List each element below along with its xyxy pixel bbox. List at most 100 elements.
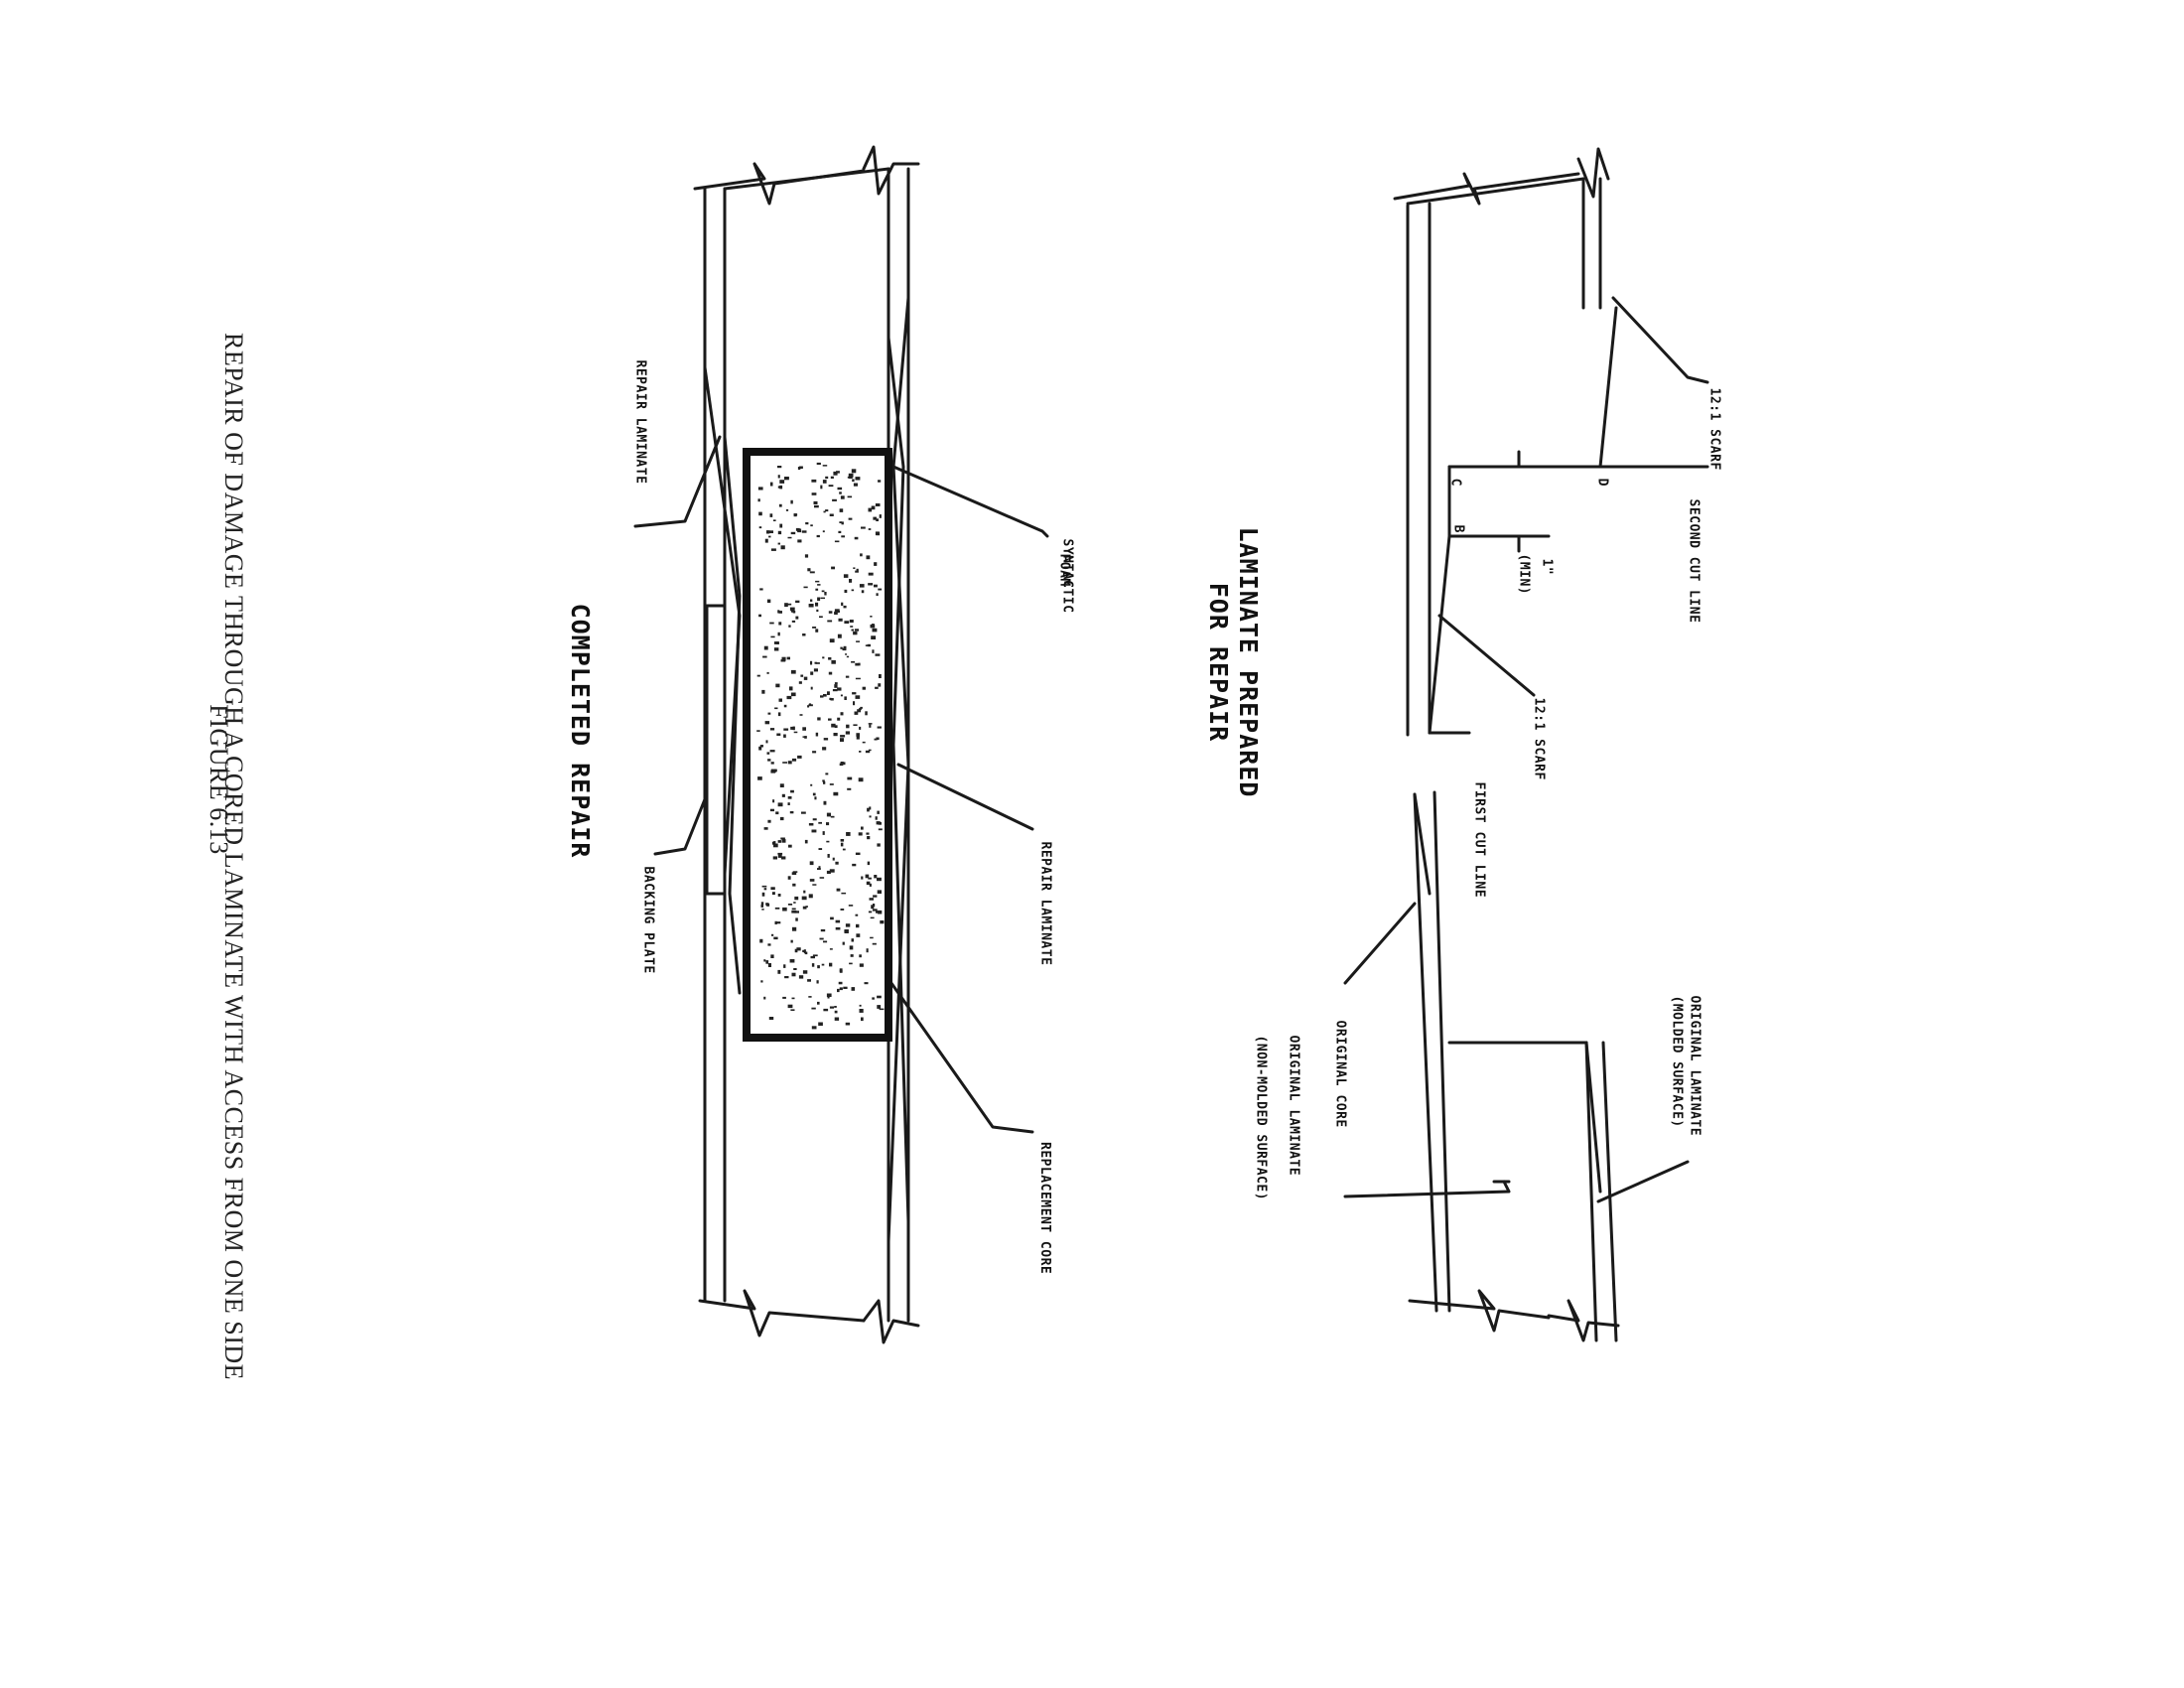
stipple-dot bbox=[851, 938, 854, 942]
stipple-dot bbox=[868, 723, 873, 725]
stipple-dot bbox=[853, 483, 858, 487]
stipple-dot bbox=[822, 656, 825, 659]
stipple-dot bbox=[802, 736, 807, 738]
stipple-dot bbox=[773, 647, 779, 651]
stipple-dot bbox=[769, 728, 775, 731]
stipple-dot bbox=[809, 861, 814, 866]
stipple-dot bbox=[853, 724, 858, 726]
stipple-dot bbox=[870, 624, 876, 629]
stipple-dot bbox=[876, 737, 880, 741]
stipple-dot bbox=[838, 530, 842, 533]
stipple-dot bbox=[861, 526, 866, 529]
stipple-dot bbox=[823, 1008, 829, 1012]
stipple-dot bbox=[811, 492, 817, 495]
stipple-dot bbox=[856, 640, 860, 642]
label-second-cut: SECOND CUT LINE bbox=[1686, 498, 1702, 624]
stipple-dot bbox=[770, 769, 774, 773]
stipple-dot bbox=[794, 911, 799, 914]
stipple-dot bbox=[789, 686, 793, 691]
stipple-dot bbox=[772, 799, 775, 803]
stipple-dot bbox=[839, 492, 842, 494]
stipple-dot bbox=[794, 948, 798, 953]
stipple-dot bbox=[854, 629, 860, 632]
stipple-dot bbox=[782, 907, 787, 912]
stipple-dot bbox=[859, 708, 862, 711]
stipple-dot bbox=[778, 698, 782, 702]
stipple-dot bbox=[779, 816, 784, 821]
stipple-dot bbox=[775, 811, 779, 815]
stipple-dot bbox=[834, 540, 840, 543]
stipple-dot bbox=[764, 538, 768, 543]
stipple-dot bbox=[767, 712, 771, 715]
stipple-dot bbox=[878, 828, 883, 831]
stipple-dot bbox=[793, 731, 798, 734]
stipple-dot bbox=[826, 822, 830, 826]
stipple-dot bbox=[813, 668, 818, 672]
stipple-dot bbox=[799, 714, 803, 716]
stipple-dot bbox=[770, 887, 775, 891]
stipple-dot bbox=[768, 530, 773, 533]
stipple-dot bbox=[786, 656, 790, 660]
leader-repair-top bbox=[896, 763, 1034, 831]
stipple-dot bbox=[795, 616, 799, 620]
stipple-dot bbox=[777, 852, 783, 855]
stipple-dot bbox=[788, 625, 791, 628]
label-first-cut: FIRST CUT LINE bbox=[1471, 781, 1487, 899]
stipple-dot bbox=[811, 963, 815, 967]
stipple-dot bbox=[816, 980, 819, 984]
stipple-dot bbox=[832, 689, 838, 692]
stipple-dot bbox=[812, 627, 817, 629]
stipple-dot bbox=[860, 553, 863, 557]
stipple-dot bbox=[821, 963, 825, 966]
stipple-dot bbox=[826, 812, 831, 817]
stipple-dot bbox=[777, 542, 780, 545]
stipple-dot bbox=[872, 942, 877, 945]
stipple-dot bbox=[777, 632, 780, 636]
leader-scarf-mid bbox=[1437, 614, 1536, 697]
stipple-dot bbox=[831, 659, 836, 664]
stipple-dot bbox=[792, 883, 796, 887]
stipple-dot bbox=[757, 487, 763, 491]
stipple-dot bbox=[786, 695, 792, 700]
stipple-dot bbox=[774, 907, 780, 910]
stipple-dot bbox=[792, 871, 798, 873]
stipple-dot bbox=[840, 762, 844, 765]
stipple-dot bbox=[859, 726, 862, 730]
stipple-dot bbox=[801, 896, 807, 901]
stipple-dot bbox=[803, 676, 808, 680]
stipple-dot bbox=[864, 982, 869, 985]
break-line-left-nonmolded bbox=[1393, 172, 1580, 206]
stipple-dot bbox=[759, 938, 763, 943]
stipple-dot bbox=[773, 841, 776, 845]
stipple-dot bbox=[867, 836, 871, 840]
stipple-dot bbox=[856, 923, 860, 928]
stipple-dot bbox=[780, 545, 785, 550]
break-line-left-molded bbox=[1576, 147, 1610, 199]
stipple-dot bbox=[847, 477, 851, 479]
stipple-dot bbox=[868, 877, 872, 880]
mark-b: B bbox=[1450, 524, 1466, 533]
stipple-dot bbox=[859, 584, 865, 588]
stipple-dot bbox=[823, 800, 827, 805]
mark-c: C bbox=[1447, 478, 1463, 487]
repair-lam-scarf-bot-1 bbox=[723, 435, 742, 995]
stipple-dot bbox=[850, 954, 854, 957]
stipple-dot bbox=[782, 762, 787, 764]
stipple-dot bbox=[808, 703, 812, 705]
stipple-dot bbox=[873, 895, 878, 898]
stipple-dot bbox=[795, 600, 800, 604]
stipple-dot bbox=[861, 876, 864, 880]
stipple-dot bbox=[804, 839, 808, 844]
stipple-dot bbox=[877, 726, 882, 729]
stipple-dot bbox=[772, 856, 777, 860]
stipple-dot bbox=[822, 779, 825, 782]
stipple-dot bbox=[812, 954, 818, 957]
stipple-dot bbox=[855, 914, 859, 916]
stipple-dot bbox=[771, 841, 774, 845]
stipple-dot bbox=[875, 503, 881, 506]
stipple-dot bbox=[795, 917, 798, 921]
stipple-dot bbox=[842, 762, 846, 766]
stipple-dot bbox=[757, 776, 762, 780]
stipple-dot bbox=[839, 969, 843, 973]
stipple-dot bbox=[840, 735, 846, 738]
